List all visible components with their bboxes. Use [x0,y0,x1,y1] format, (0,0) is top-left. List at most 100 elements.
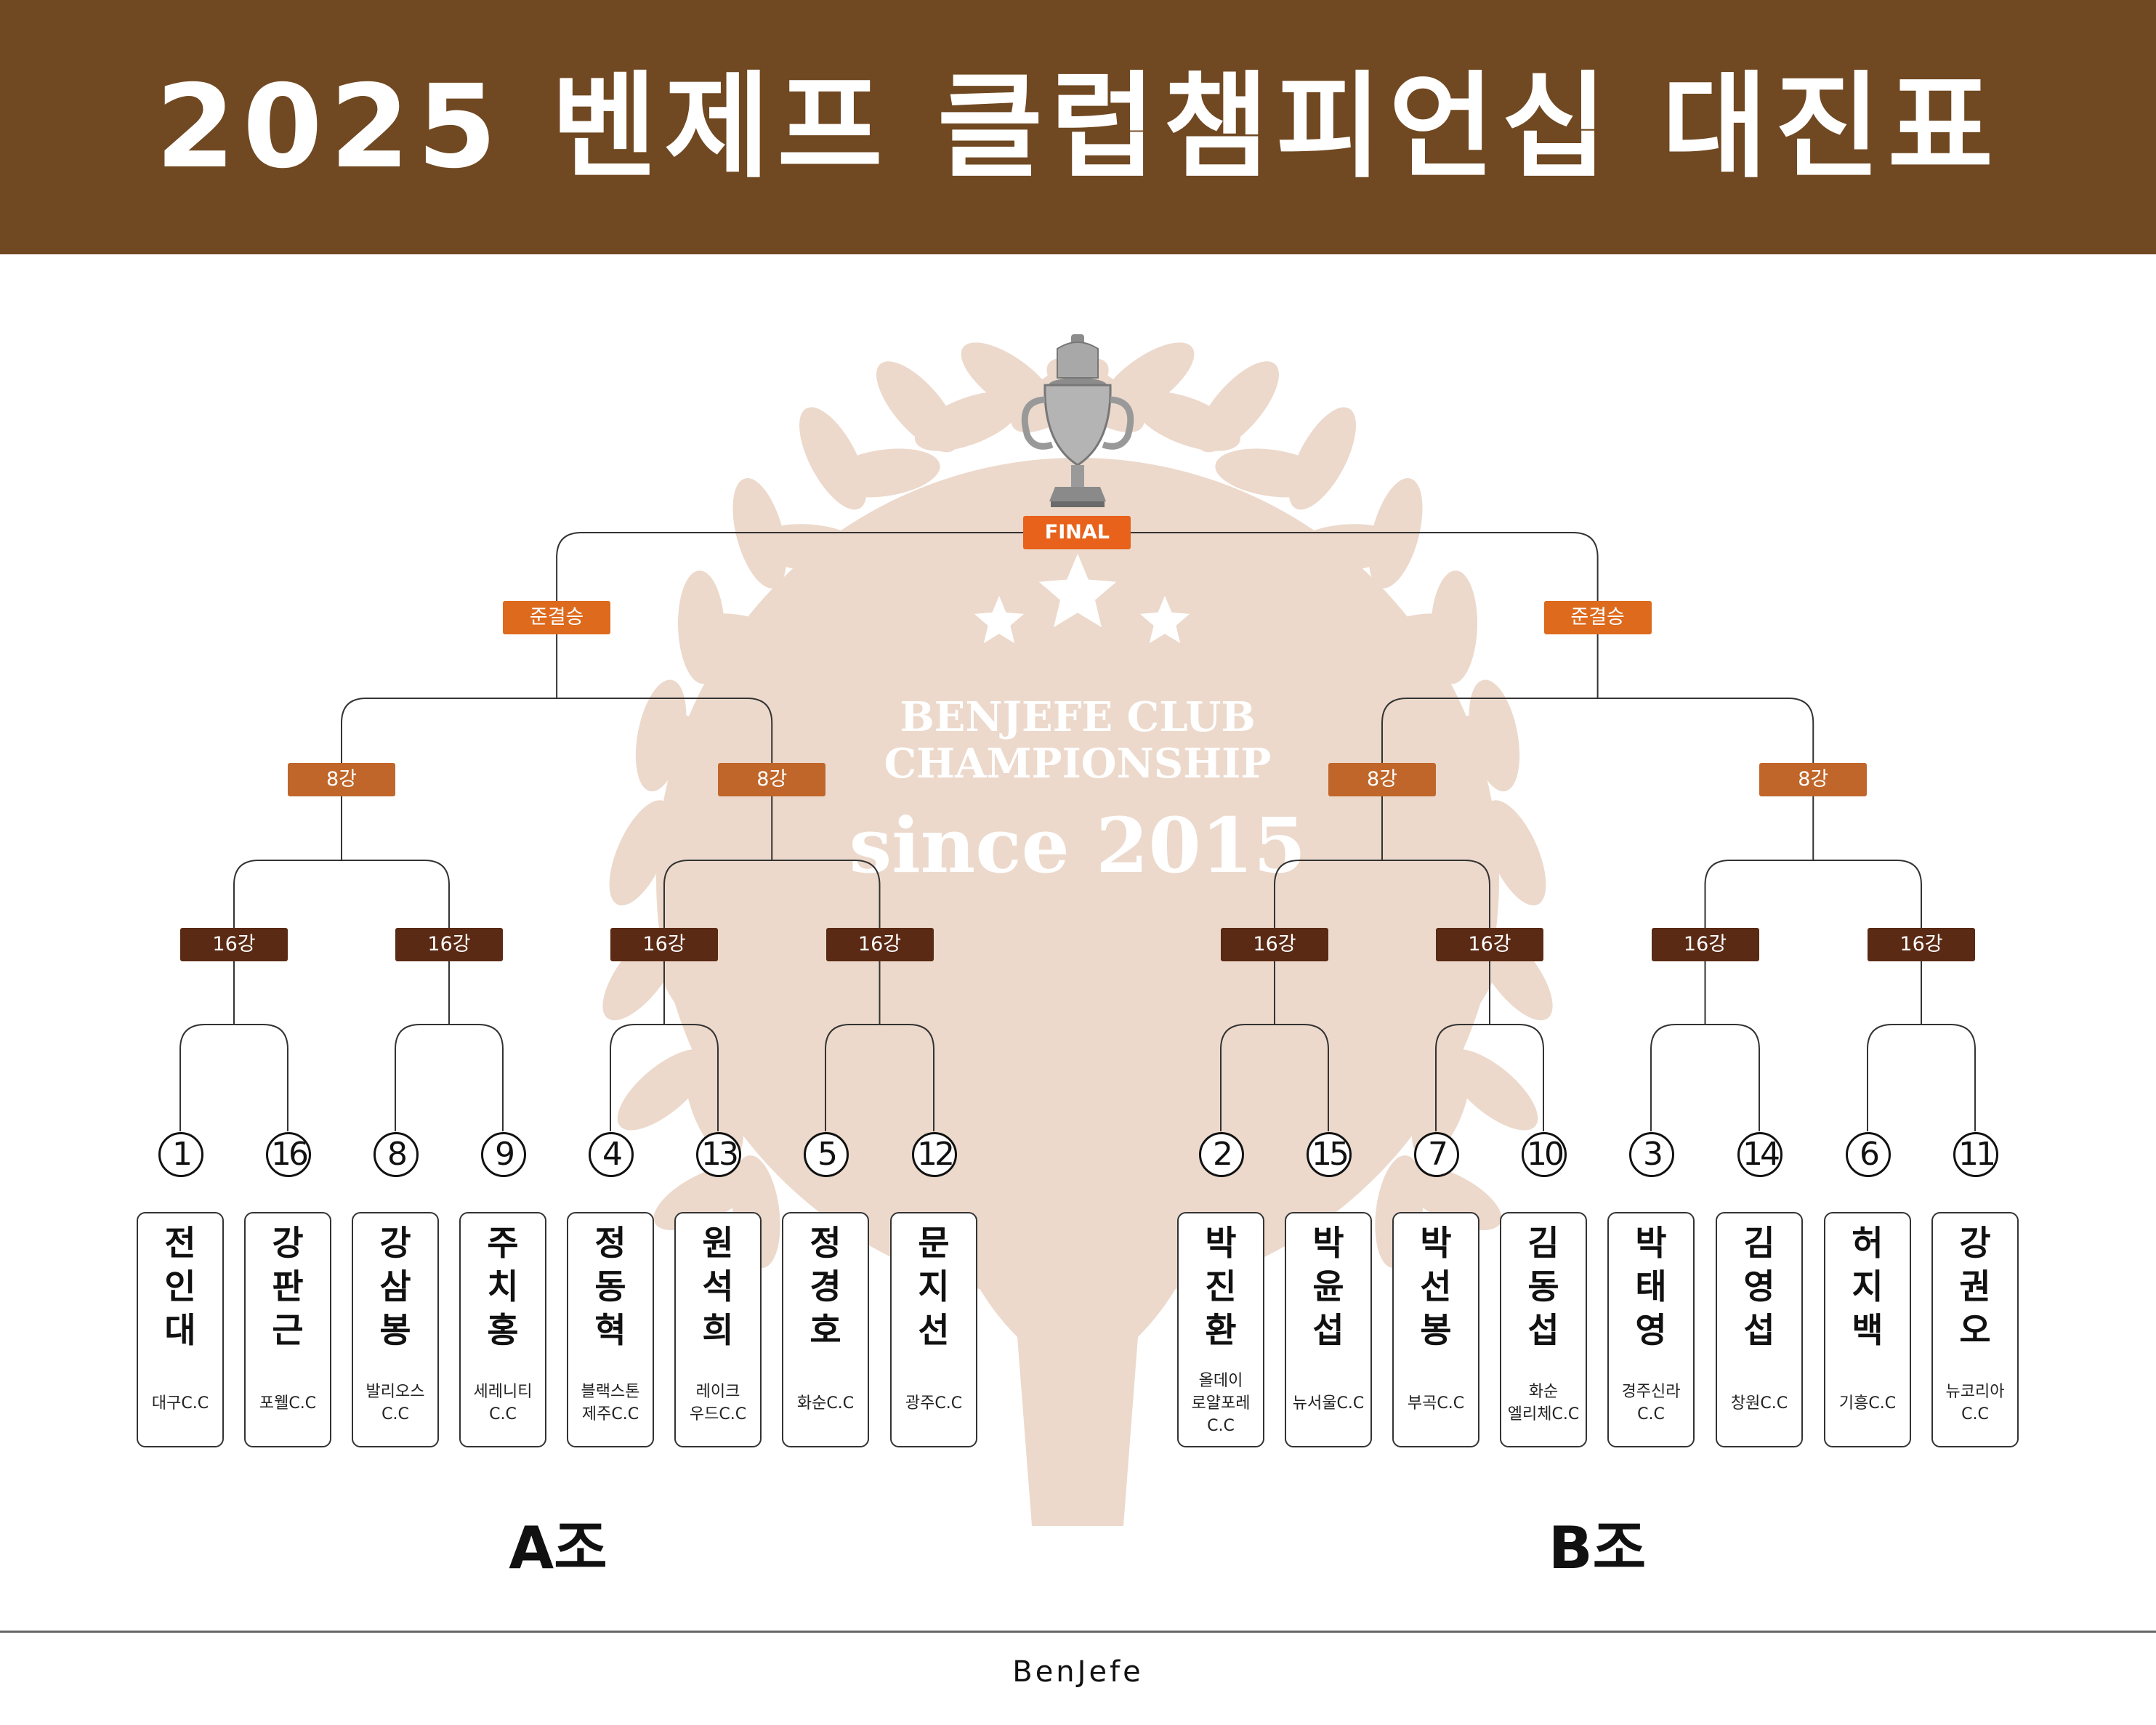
bracket-line [610,1024,719,1131]
player-club: 뉴서울C.C [1292,1394,1365,1413]
seed-badge: 8 [374,1132,419,1177]
laurel-leaf [827,448,940,498]
bracket-line [1867,1024,1976,1131]
round-label-r16: 16강 [1868,928,1975,961]
watermark-star [974,596,1025,644]
player-club: 세레니티 C.C [473,1383,533,1423]
round-label-quarter: 8강 [1328,763,1436,796]
seed-badge: 1 [158,1132,203,1177]
seed-badge: 5 [804,1132,849,1177]
bracket-line [1220,1024,1329,1131]
laurel-leaf [1411,1050,1471,1158]
seed-badge: 16 [266,1132,311,1177]
watermark-star [1038,554,1117,628]
laurel-leaf [1133,391,1241,451]
group-b-label: B조 [1548,1514,1647,1582]
round-label-r16: 16강 [825,928,934,961]
player-club: 화순C.C [796,1394,855,1413]
watermark-line3: since 2015 [849,801,1307,890]
player-club: 레이크 우드C.C [689,1383,747,1423]
group-a-label: A조 [509,1514,607,1582]
round-label-r16: 16강 [610,928,718,961]
round-label-quarter: 8강 [718,763,826,796]
seed-badge: 15 [1307,1132,1352,1177]
player-club: 올데이 로얄포레 C.C [1191,1371,1251,1435]
footer-divider [0,1631,2156,1633]
player-club: 경주신라 C.C [1621,1383,1681,1423]
page-title: 2025 벤제프 클럽챔피언십 대진표 [155,60,2001,194]
player-club: 부곡C.C [1407,1394,1465,1413]
player-club: 포웰C.C [259,1394,317,1413]
round-label-semi: 준결승 [503,601,611,634]
player-club: 뉴코리아 C.C [1945,1383,2005,1423]
seed-badge: 3 [1629,1132,1674,1177]
round-label-r16: 16강 [1221,928,1328,961]
bracket-line [1381,698,1814,796]
laurel-leaf [685,1050,744,1158]
round-label-r16: 16강 [1651,928,1759,961]
bracket-line [395,1024,504,1131]
player-club: 발리오스 C.C [366,1383,425,1423]
round-label-r16: 16강 [395,928,503,961]
seed-badge: 7 [1414,1132,1459,1177]
player-club: 블랙스톤 제주C.C [581,1383,640,1423]
bracket-line [1435,1024,1544,1131]
seed-badge: 6 [1846,1132,1891,1177]
bracket-line [341,698,773,796]
round-label-semi: 준결승 [1543,601,1652,634]
round-label-r16: 16강 [1436,928,1543,961]
laurel-leaf [1215,448,1328,498]
seed-badge: 10 [1522,1132,1567,1177]
watermark-line1: BENJEFE CLUB [900,693,1255,741]
title-banner: 2025 벤제프 클럽챔피언십 대진표 [0,0,2156,254]
seed-badge: 4 [589,1132,634,1177]
seed-badge: 9 [481,1132,526,1177]
round-label-r16: 16강 [180,928,288,961]
round-label-quarter: 8강 [1759,763,1868,796]
player-club: 화순 엘리체C.C [1507,1383,1580,1423]
seed-badge: 12 [912,1132,957,1177]
watermark-circle [656,458,1499,1301]
player-club: 광주C.C [905,1394,963,1413]
bracket-line [179,1024,288,1131]
trophy-icon [1021,334,1134,507]
seed-badge: 11 [1953,1132,1998,1177]
watermark-stars [974,554,1190,644]
player-club: 창원C.C [1730,1394,1788,1413]
laurel-leaf [914,391,1022,451]
bracket-line [825,1024,934,1131]
round-label-final: FINAL [1023,516,1131,549]
round-label-quarter: 8강 [288,763,395,796]
seed-badge: 13 [696,1132,741,1177]
